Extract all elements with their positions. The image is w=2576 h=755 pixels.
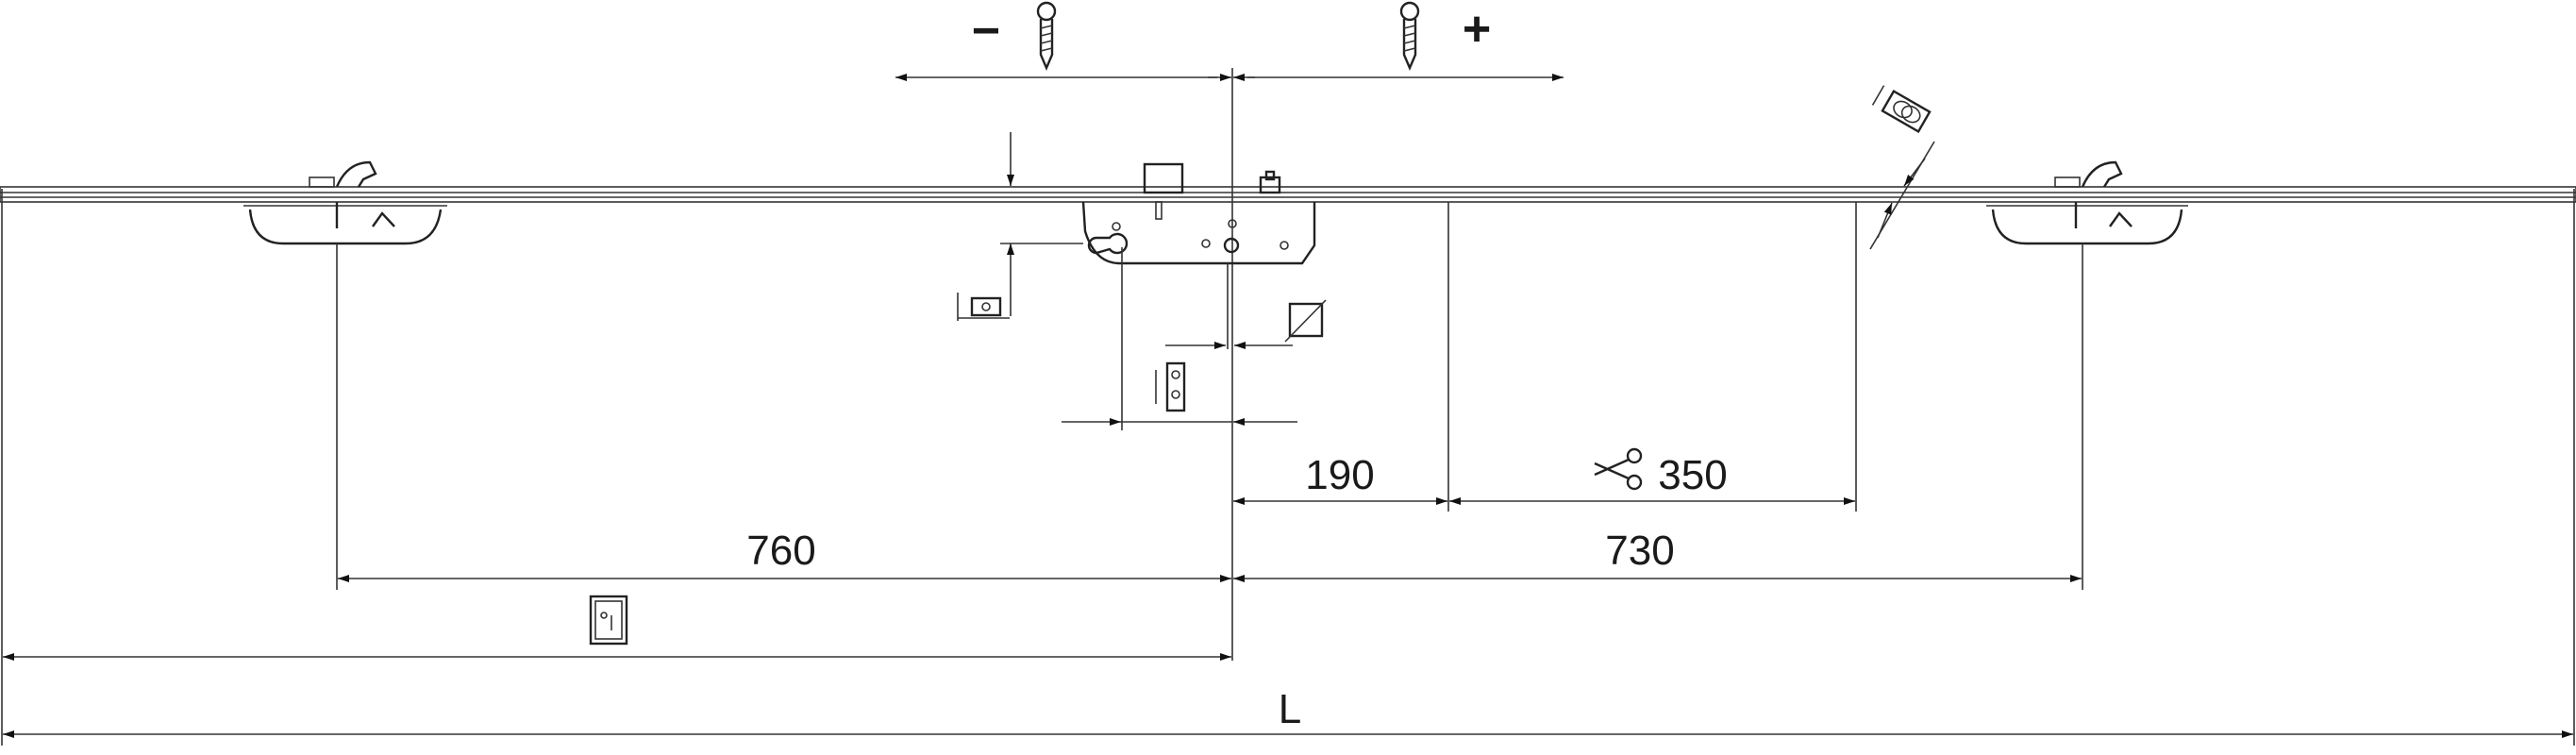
hook-icon [335, 160, 377, 188]
backset-dimension [1062, 361, 1297, 426]
spindle-size-dimension [1165, 299, 1327, 349]
scissors-icon [1594, 447, 1643, 491]
dimension-total-label: L [1279, 686, 1301, 732]
dimension-total-length: L [3, 686, 2573, 738]
cylinder-hole-icon [1087, 232, 1129, 255]
faceplate-rail [0, 186, 2576, 203]
rail-section-dimension [1869, 85, 1935, 250]
square-spindle-icon [1288, 302, 1324, 338]
minus-sign: − [972, 4, 1000, 59]
plus-sign: + [1463, 2, 1491, 57]
dimension-730-label: 730 [1605, 528, 1674, 574]
cylinder-icon [1155, 361, 1186, 412]
handle-height-dimension [3, 595, 1231, 661]
dimension-350: 350 [1449, 447, 1855, 505]
door-height-icon [589, 595, 628, 646]
hook-lock-right [1986, 160, 2188, 245]
dimension-760: 760 [338, 528, 1231, 582]
dimension-730: 730 [1233, 528, 2082, 582]
dimension-190: 190 [1233, 452, 1447, 505]
dimension-760-label: 760 [746, 528, 815, 574]
spindle-hole [1223, 237, 1240, 254]
hook-lock-left [243, 160, 447, 245]
hook-icon [2081, 160, 2123, 188]
door-height-icon [957, 293, 1010, 321]
main-lock-case [1081, 162, 1316, 265]
rail-section-icon [1871, 85, 1932, 134]
screw-icon [1036, 1, 1057, 72]
adjustment-dimension: − + [895, 1, 1564, 81]
dimension-190-label: 190 [1305, 452, 1374, 498]
faceplate-offset-dimension [957, 132, 1083, 321]
dimension-350-label: 350 [1658, 452, 1727, 498]
screw-icon [1399, 1, 1420, 72]
